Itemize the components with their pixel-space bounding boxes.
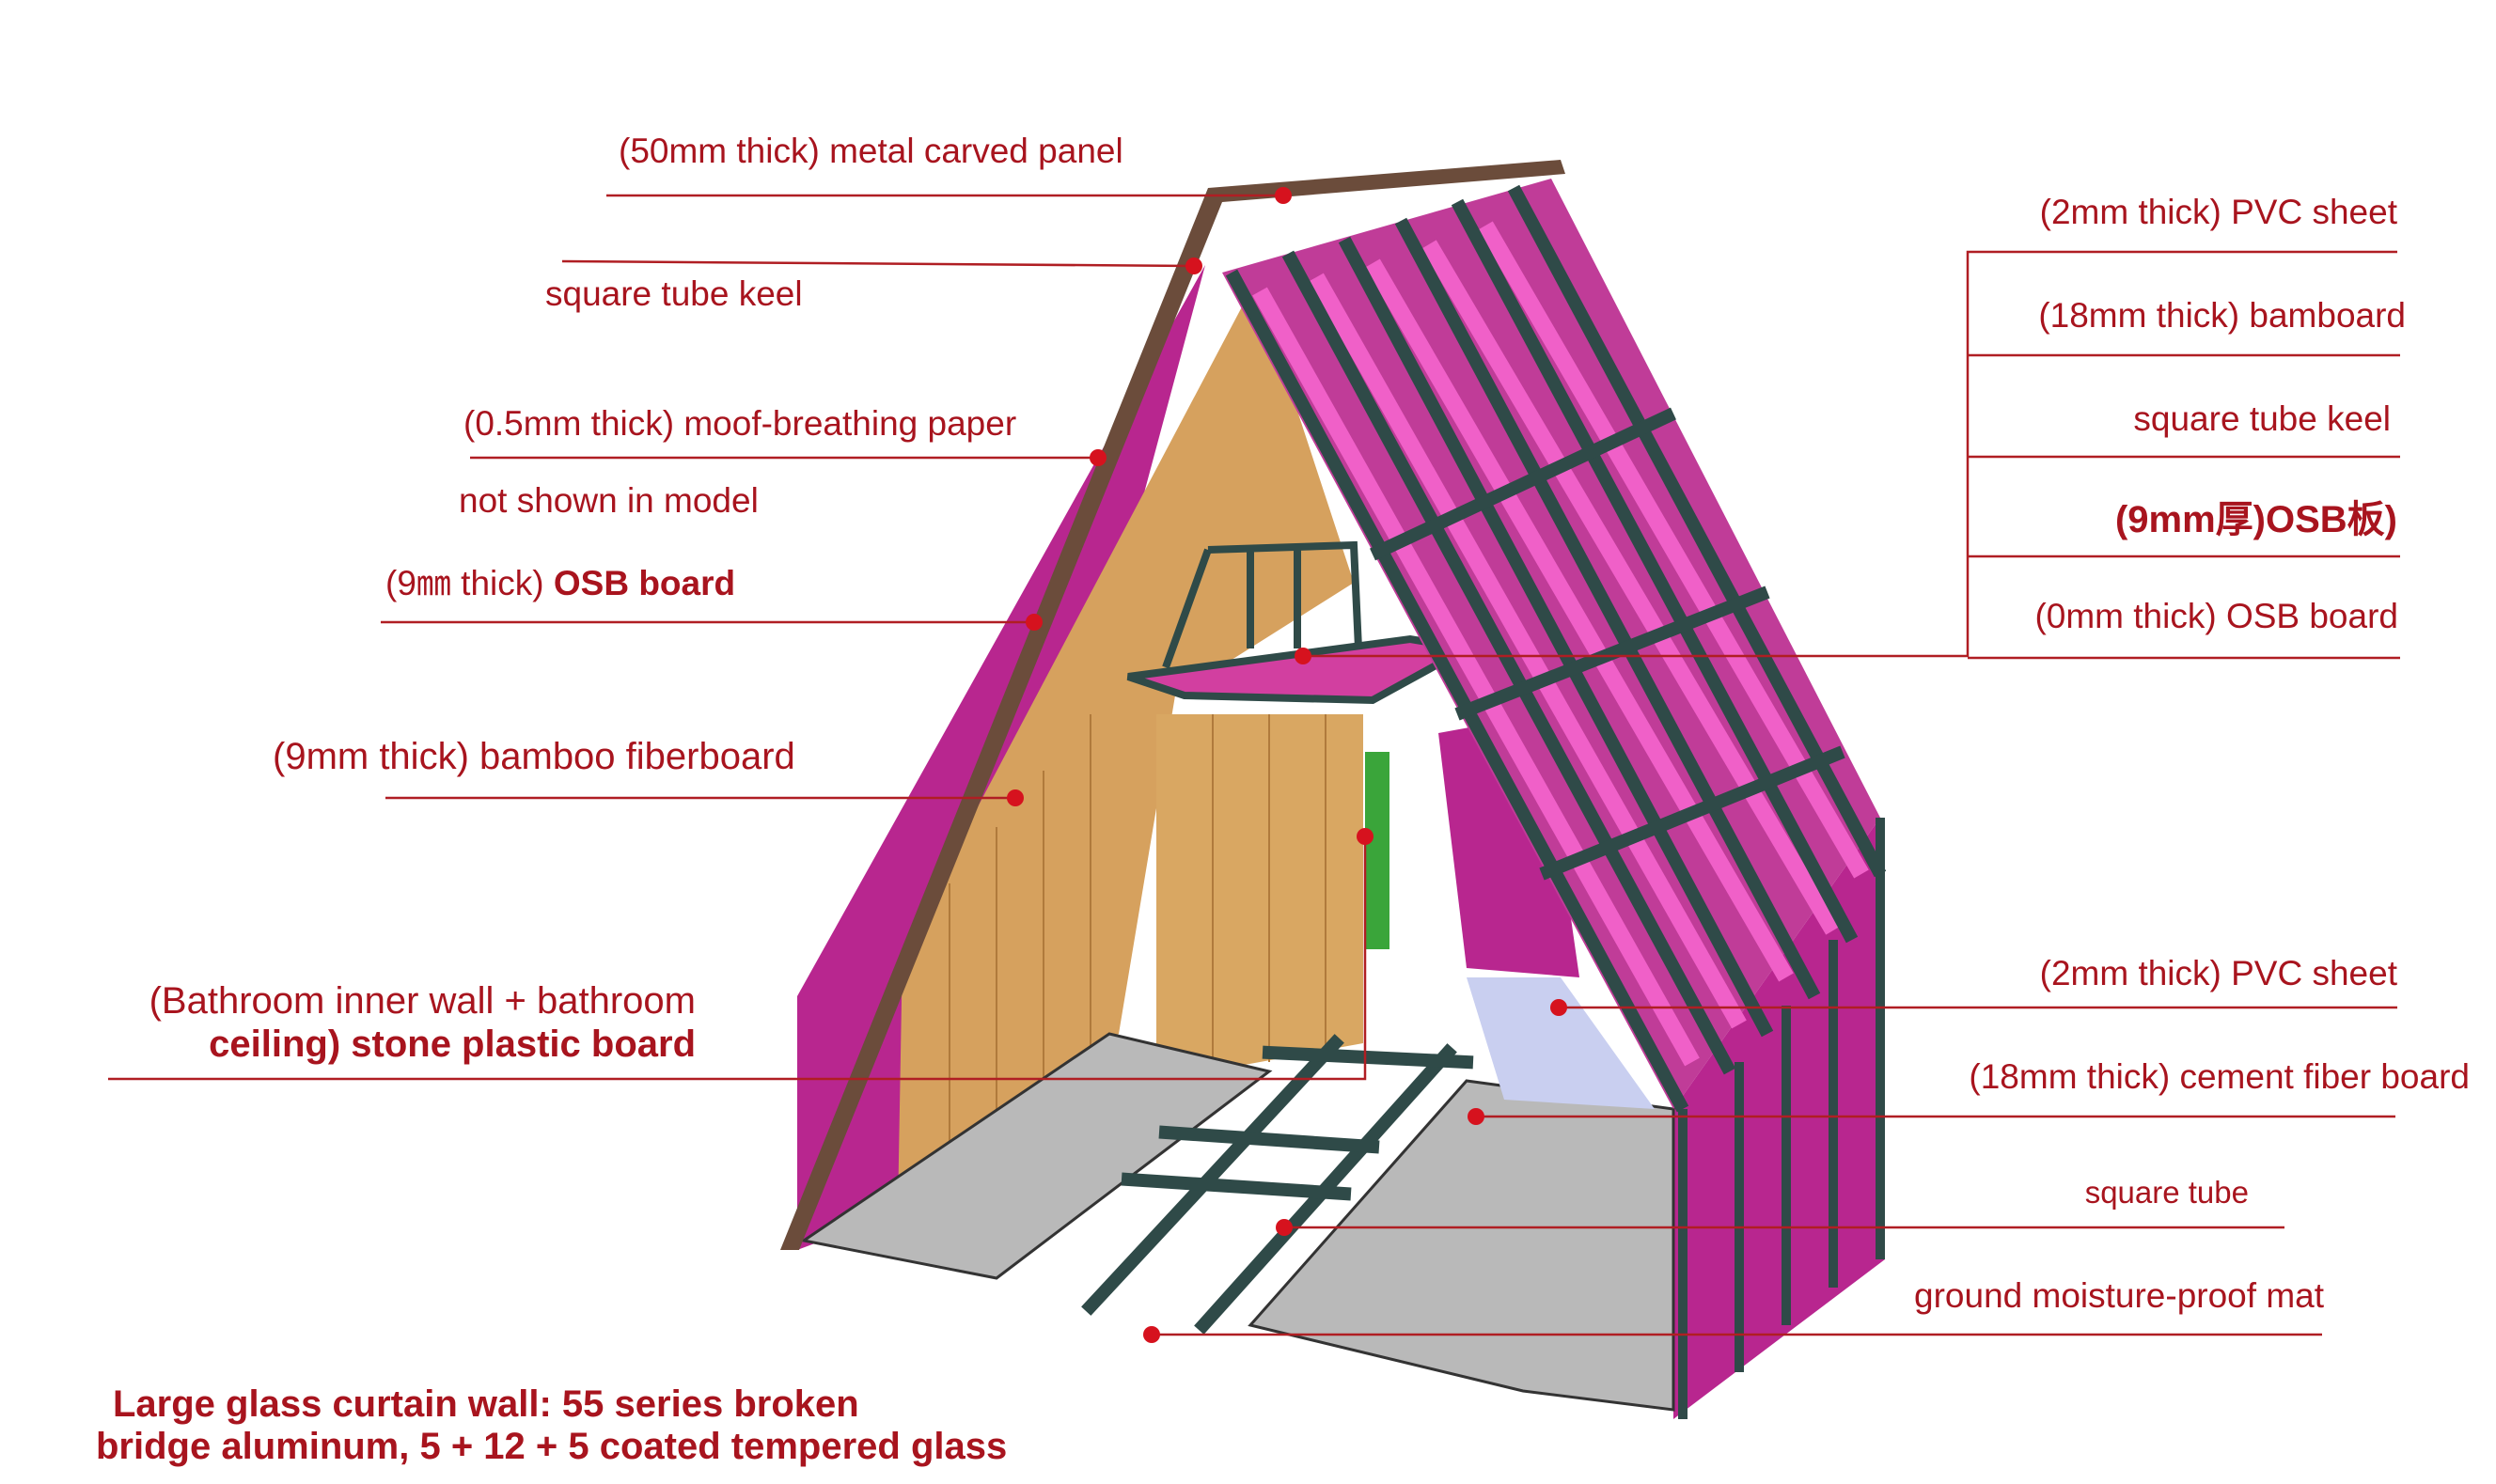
label-bamboard: (18mm thick) bamboard <box>2038 296 2406 335</box>
right-cement-floor <box>1248 1079 1675 1412</box>
osb-board-prefix: (9㎜ thick) <box>385 564 544 602</box>
label-osb-board: (9㎜ thick) OSB board <box>385 564 735 604</box>
label-not-shown: not shown in model <box>459 481 759 520</box>
label-bamboo-fiberboard: (9mm thick) bamboo fiberboard <box>273 736 795 777</box>
bamboo-board-seams <box>949 714 1091 1175</box>
footer-line-2: bridge aluminum, 5 + 12 + 5 coated tempe… <box>96 1425 1008 1467</box>
label-cement-fiber-board: (18mm thick) cement fiber board <box>1969 1057 2470 1096</box>
footer-line-1: Large glass curtain wall: 55 series brok… <box>113 1383 859 1425</box>
left-cement-floor <box>800 1032 1273 1280</box>
label-square-tube-keel: square tube keel <box>545 274 803 313</box>
left-bamboo-fiberboard <box>898 282 1354 1212</box>
roof-square-tube-keels <box>1225 184 1887 1113</box>
label-pvc-sheet-floor: (2mm thick) PVC sheet <box>2039 954 2397 992</box>
label-bathroom-stone-plastic: (Bathroom inner wall + bathroom ceiling)… <box>113 979 696 1066</box>
label-moisture-mat: ground moisture-proof mat <box>1914 1276 2324 1315</box>
glass-curtain-wall-note: Large glass curtain wall: 55 series brok… <box>96 1383 1007 1468</box>
left-gable-osb-wall <box>797 265 1205 1250</box>
right-wall-posts <box>1678 818 1885 1419</box>
label-metal-carved-panel: (50mm thick) metal carved panel <box>619 132 1123 170</box>
label-square-tube-keel-roof: square tube keel <box>2133 399 2391 438</box>
loft-railing <box>1162 540 1362 669</box>
loft-platform <box>1126 634 1479 705</box>
osb-board-name: OSB board <box>553 564 736 602</box>
bathroom-line-1: (Bathroom inner wall + bathroom <box>149 980 696 1022</box>
label-pvc-sheet-roof: (2mm thick) PVC sheet <box>2039 193 2397 231</box>
leader-lines <box>108 194 2400 1336</box>
bathroom-door <box>1365 752 1389 949</box>
marker-dots <box>1007 187 1567 1343</box>
label-breathing-paper: (0.5mm thick) moof-breathing paper <box>463 404 1017 443</box>
partition-seams <box>1212 714 1326 1071</box>
label-osb-cn: (9mm厚)OSB板) <box>2114 499 2397 540</box>
bathroom-line-2: ceiling) stone plastic board <box>209 1023 696 1065</box>
label-osb-0mm: (0mm thick) OSB board <box>2034 597 2398 635</box>
label-square-tube: square tube <box>2084 1175 2249 1210</box>
pvc-tile-floor <box>1467 977 1655 1109</box>
floor-square-tubes <box>1081 1034 1474 1335</box>
bathroom-partition-wall <box>1156 714 1363 1081</box>
